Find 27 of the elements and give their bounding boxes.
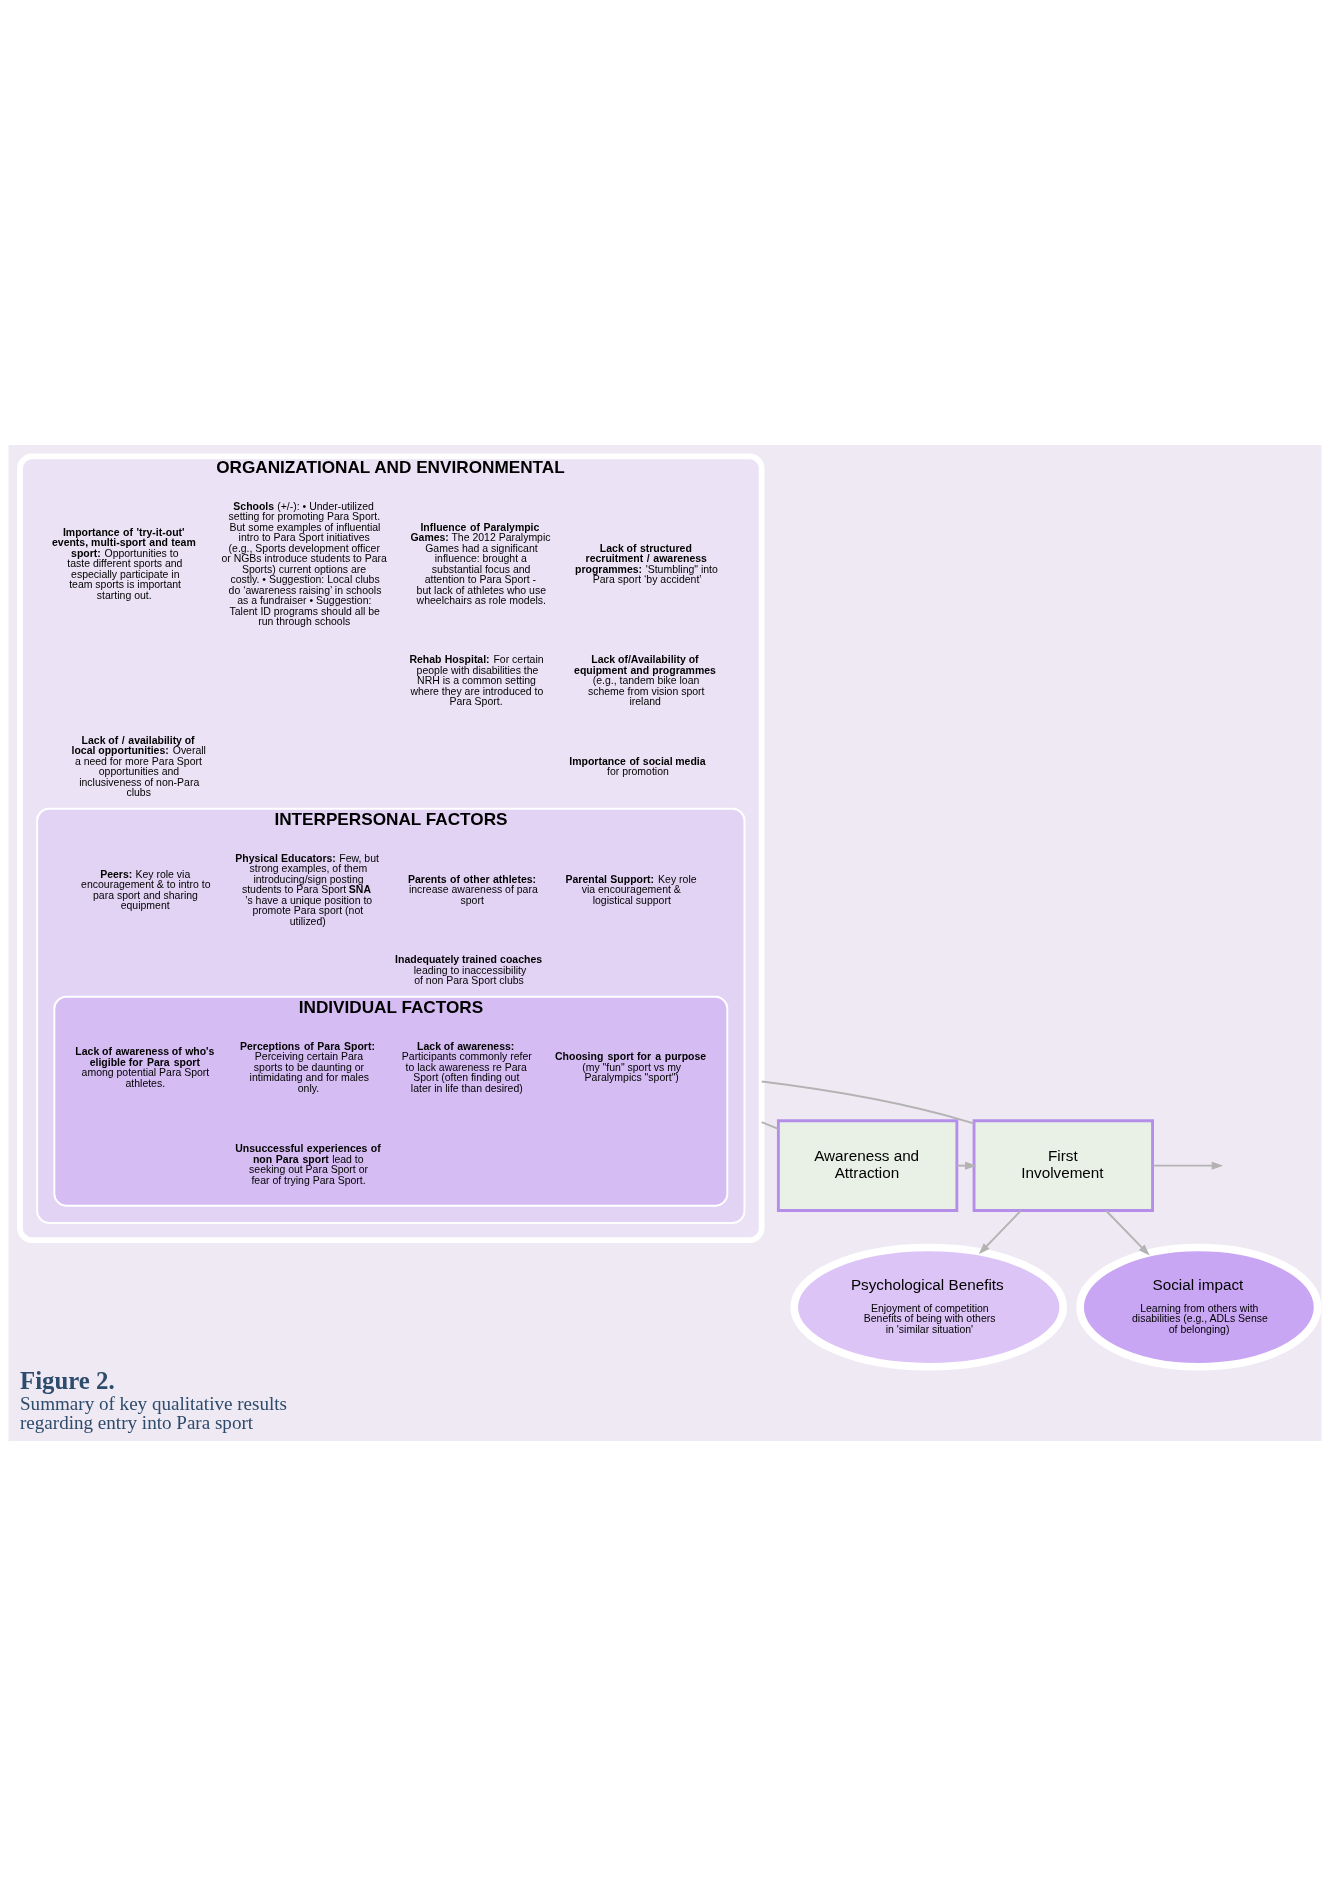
node-text: Influence of Paralympic Games: The 2012 Paralympic Games had a significant influence: brought a substantial focus and attention to Para Sport - but lack of athletes who use wheelchairs as role models. <box>410 521 551 607</box>
node-text: Perceptions of Para Sport: Perceiving certain Para sports to be daunting or intimidating and for males only. <box>240 1040 375 1094</box>
node-text: Lack of structured recruitment / awareness programmes: 'Stumbling" into Para sport ‘by accident’ <box>575 542 718 586</box>
node-box: Awareness and Attraction <box>776 1119 959 1212</box>
node-text: Schools (+/-): • Under-utilized setting for promoting Para Sport. But some examples of influential intro to Para Sport initiatives (e.g., Sports development officer or NGBs introduce students to Para Sports) current options are costly. • Suggestion: Local clubs do ‘awareness raising’ in schools as a fundraiser • Suggestion: Talent ID programs should all be run through schools <box>221 500 387 628</box>
arrow <box>978 1209 1022 1255</box>
node-text: Unsuccessful experiences of non Para sport lead to seeking out Para Sport or fear of trying Para Sport. <box>235 1143 381 1186</box>
node-text: Lack of awareness: Participants commonly refer to lack awareness re Para Sport (often finding out later in life than desired) <box>401 1040 532 1094</box>
node-text: Choosing sport for a purpose (my "fun" sport vs my Paralympics "sport") <box>555 1051 707 1084</box>
diagram-title: Figure 2. <box>20 1367 115 1395</box>
node-text: Lack of awareness of who's eligible for Para sport among potential Para Sport athletes. <box>75 1046 215 1089</box>
node-text: Importance of social media for promotion <box>569 755 706 778</box>
node-text: Lack of/Availability of equipment and programmes (e.g., tandem bike loan scheme from vision sport ireland <box>574 654 716 708</box>
node-text: Parents of other athletes: increase awareness of para sport <box>408 873 538 906</box>
node-text: Peers: Key role via encouragement & to intro to para sport and sharing equipment <box>81 868 211 912</box>
connector <box>760 1121 780 1130</box>
node-text: Physical Educators: Few, but strong examples, of them introducing/sign posting students to Para Sport SNA’s have a unique position to promote Para sport (not utilized) <box>235 852 379 927</box>
node-text: Importance of 'try-it-out' events, multi-sport and team sport: Opportunities to taste different sports and especially participate in team sports is important starting out. <box>51 526 196 601</box>
node-box: First Involvement <box>972 1119 1154 1212</box>
connector <box>760 1080 975 1125</box>
node-text: Inadequately trained coaches leading to inaccessibility of non Para Sport clubs <box>395 954 543 987</box>
arrow <box>1151 1161 1224 1170</box>
node-text: Parental Support: Key role via encouragement & logistical support <box>565 873 697 906</box>
node-text: Rehab Hospital: For certain people with disabilities the NRH is a common setting where they are introduced to Para Sport. <box>409 654 544 708</box>
arrow <box>956 1161 977 1170</box>
node-text: Lack of / availability of local opportunities: Overall a need for more Para Sport opportunities and inclusiveness of non-Para clubs <box>71 734 206 799</box>
arrow <box>1105 1209 1150 1256</box>
